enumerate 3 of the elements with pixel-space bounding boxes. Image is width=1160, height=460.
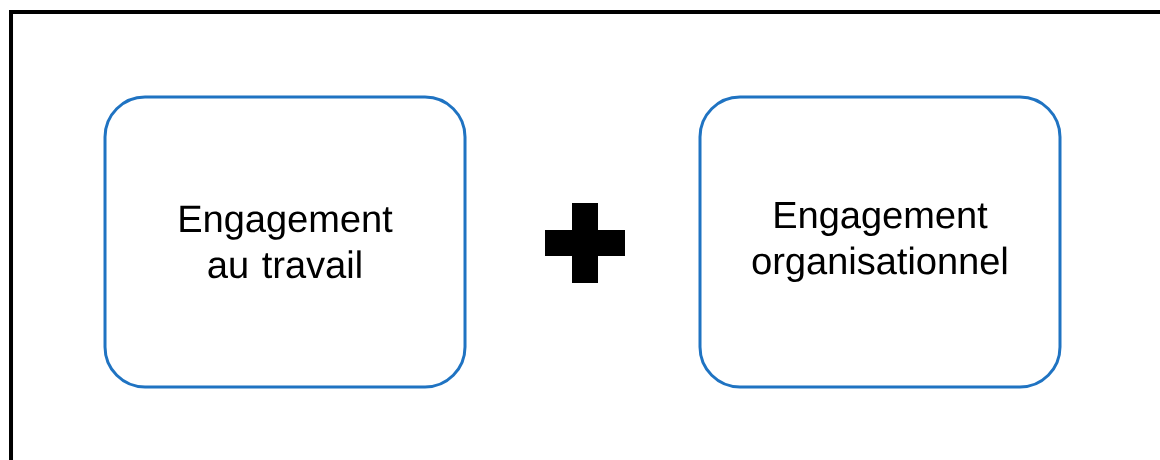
rounded-box: Engagement au travail (103, 95, 467, 389)
plus-sign (545, 203, 625, 283)
rounded-box: Engagement organisationnel (698, 95, 1062, 389)
